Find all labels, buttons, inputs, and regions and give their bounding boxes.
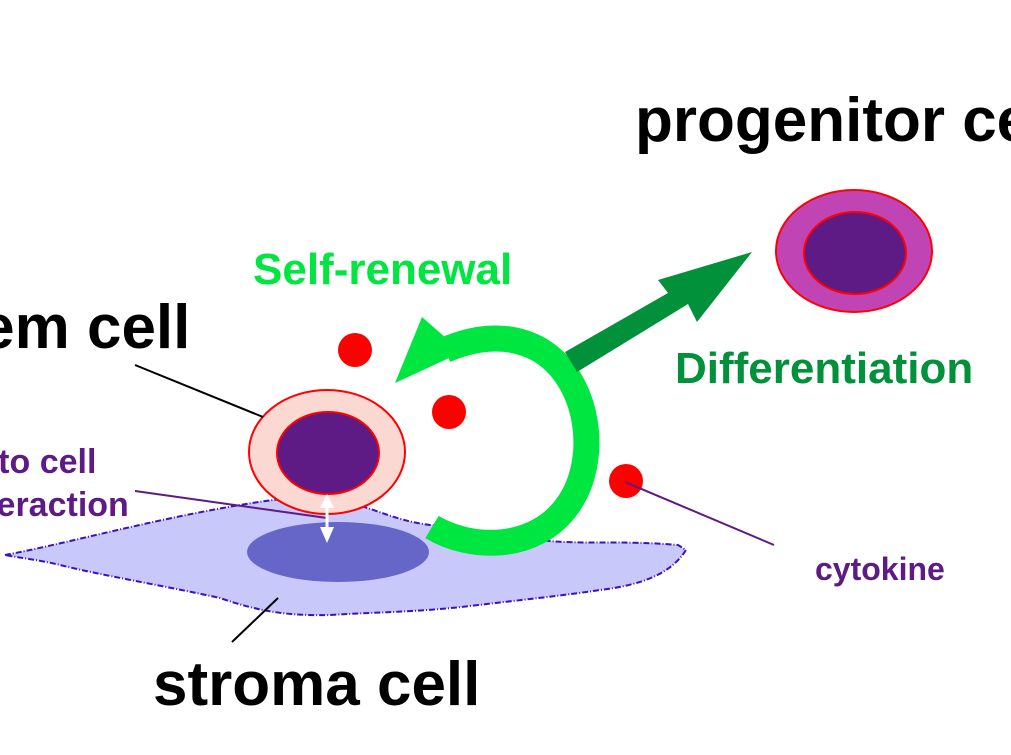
self-renewal-label: Self-renewal (253, 245, 512, 294)
differentiation-arrow (565, 252, 752, 372)
stroma-pointer-line (231, 597, 279, 643)
self-renewal-arrow (395, 317, 600, 556)
cytokine-pointer-line (624, 481, 775, 546)
differentiation-label: Differentiation (675, 344, 973, 393)
cytokine-dot (609, 464, 643, 498)
stem-cell-nucleus (276, 411, 380, 495)
cytokine-label: cytokine (815, 551, 945, 587)
cytokine-dot (432, 395, 466, 429)
stem-pointer-line (134, 364, 264, 418)
progenitor-cell-label: progenitor cell (635, 86, 1011, 155)
progenitor-cell-nucleus (803, 211, 907, 295)
interaction-double-arrow (320, 494, 334, 543)
self-renewal-arrowhead (395, 317, 462, 383)
stroma-cell-label: stroma cell (153, 650, 480, 719)
stroma-nucleus (247, 522, 429, 582)
stem-cell-label: stem cell (0, 293, 190, 362)
interaction-label-line2: interaction (0, 486, 129, 524)
interaction-pointer-line (134, 490, 328, 519)
cytokine-dot (338, 333, 372, 367)
interaction-label-line1: cell to cell (0, 443, 96, 481)
